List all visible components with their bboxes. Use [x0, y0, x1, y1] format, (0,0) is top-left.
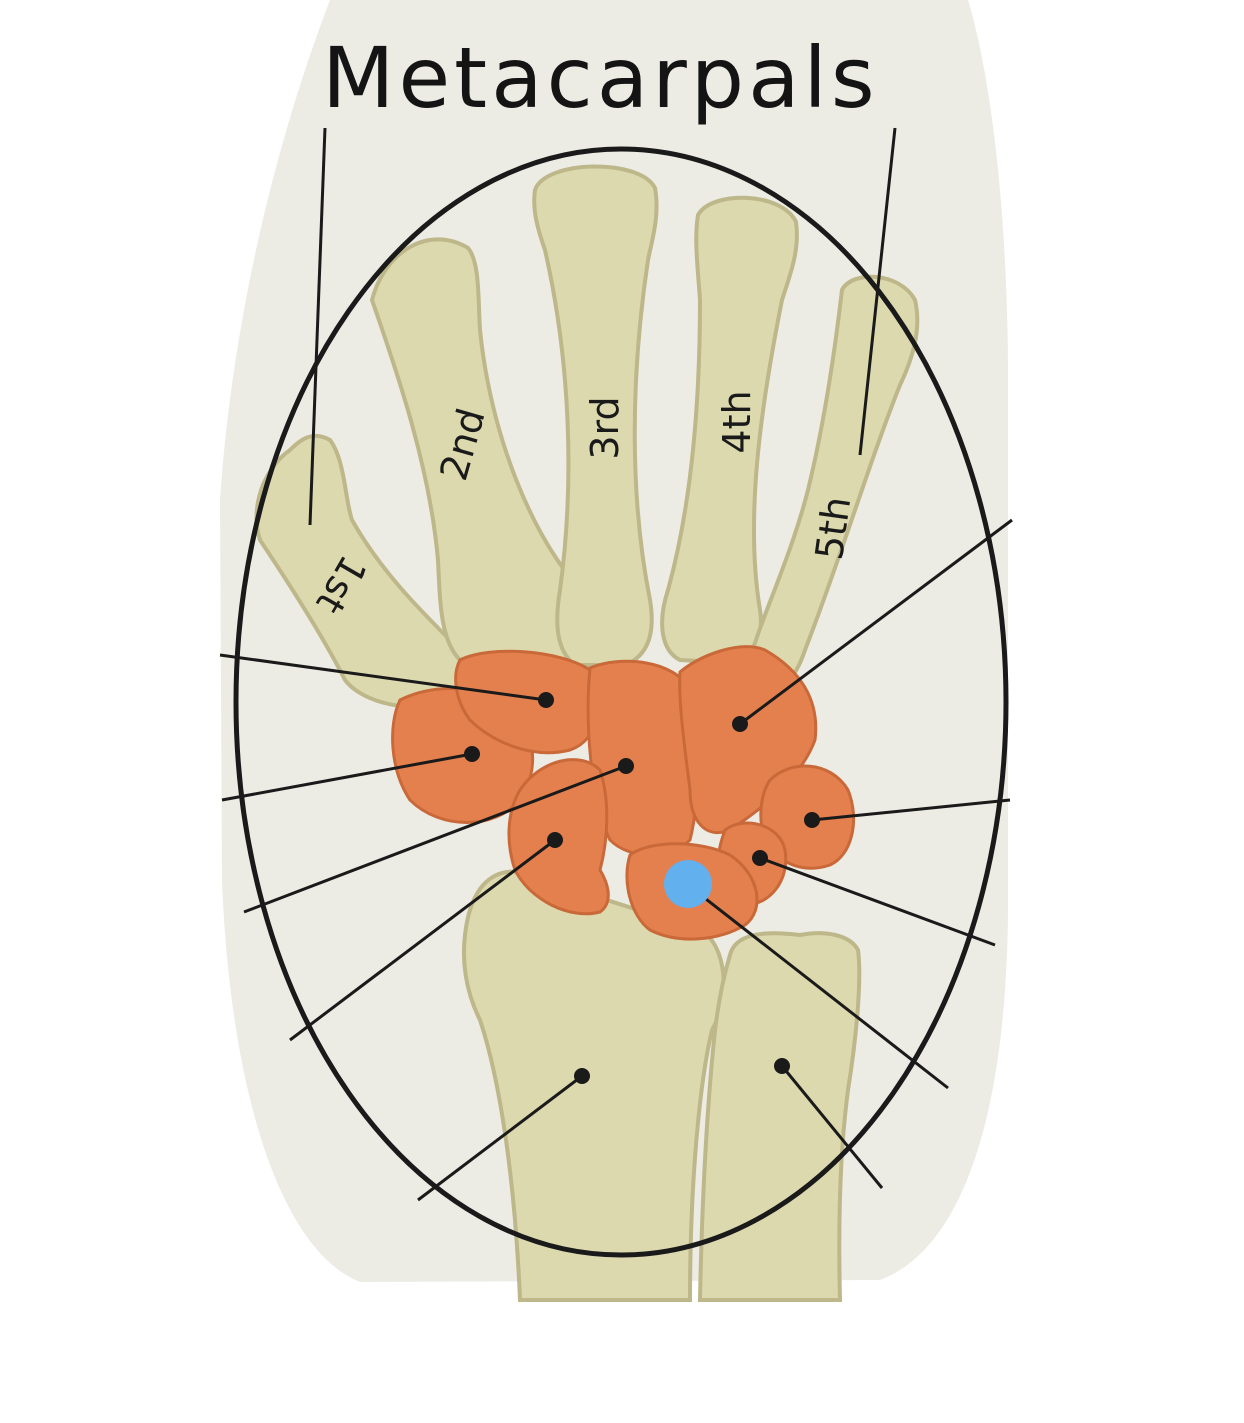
- leader-line: [739, 518, 1013, 726]
- carpal-trapezoid: [454, 649, 600, 755]
- leader-dot: [752, 850, 768, 866]
- leader-dot: [574, 1068, 590, 1084]
- leader-lines: [219, 518, 1013, 1202]
- leader-line: [811, 798, 1011, 822]
- metacarpal-label-5: 5th: [807, 494, 859, 563]
- leader-line: [221, 752, 473, 802]
- leader-dot: [538, 692, 554, 708]
- outline-ellipse: [233, 146, 1009, 1258]
- metacarpal-3: [532, 164, 659, 667]
- metacarpal-5: [747, 274, 920, 693]
- leader-line: [289, 838, 556, 1042]
- metacarpal-leader-left: [308, 127, 327, 526]
- metacarpal-label-4: 4th: [715, 390, 759, 453]
- diagram-title: Metacarpals: [322, 29, 879, 127]
- leader-dot: [547, 832, 563, 848]
- leader-dot: [618, 758, 634, 774]
- ulna-bone: [697, 931, 862, 1302]
- leader-line: [417, 1074, 583, 1202]
- metacarpal-1: [254, 433, 466, 709]
- leader-line: [759, 856, 996, 947]
- metacarpal-label-3: 3rd: [583, 396, 627, 459]
- leader-line: [219, 653, 547, 702]
- leader-line: [243, 764, 627, 914]
- leader-dot: [804, 812, 820, 828]
- leader-dots: [464, 692, 820, 1084]
- leader-dot: [732, 716, 748, 732]
- leader-line: [780, 1065, 884, 1189]
- leader-dot: [774, 1058, 790, 1074]
- leader-line: [687, 883, 949, 1090]
- leader-dot: [464, 746, 480, 762]
- metacarpal-leader-right: [858, 127, 897, 456]
- highlight-marker-dot[interactable]: [664, 860, 712, 908]
